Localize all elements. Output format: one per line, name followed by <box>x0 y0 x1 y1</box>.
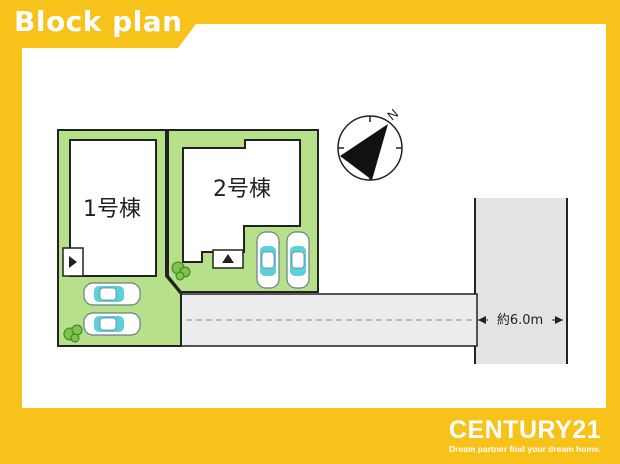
car-icon <box>256 231 280 289</box>
car-icon <box>83 312 141 336</box>
page-title: Block plan <box>14 5 183 38</box>
right-road <box>475 198 567 364</box>
car-icon <box>286 231 310 289</box>
car-icon <box>83 282 141 306</box>
tree-icon <box>171 261 191 281</box>
brand-name: CENTURY21 <box>448 416 602 444</box>
tree-icon <box>63 324 83 343</box>
building-1 <box>69 139 157 277</box>
dimension-arrow-icon <box>478 316 486 324</box>
title-tab: Block plan <box>0 0 188 44</box>
road-width-label: 約6.0m <box>497 313 543 328</box>
brand-tagline: Dream partner find your dream home. <box>448 444 602 454</box>
north-compass-icon <box>337 115 403 181</box>
building-2-label: 2号棟 <box>213 177 271 202</box>
brand-logo: CENTURY21 Dream partner find your dream … <box>438 410 612 458</box>
dimension-arrow-icon <box>555 316 563 324</box>
entrance-arrow-icon <box>69 256 77 268</box>
building-1-label: 1号棟 <box>83 197 141 222</box>
building-2 <box>182 139 301 263</box>
entrance-arrow-icon <box>222 254 234 263</box>
road-width-label-bg <box>488 310 552 328</box>
